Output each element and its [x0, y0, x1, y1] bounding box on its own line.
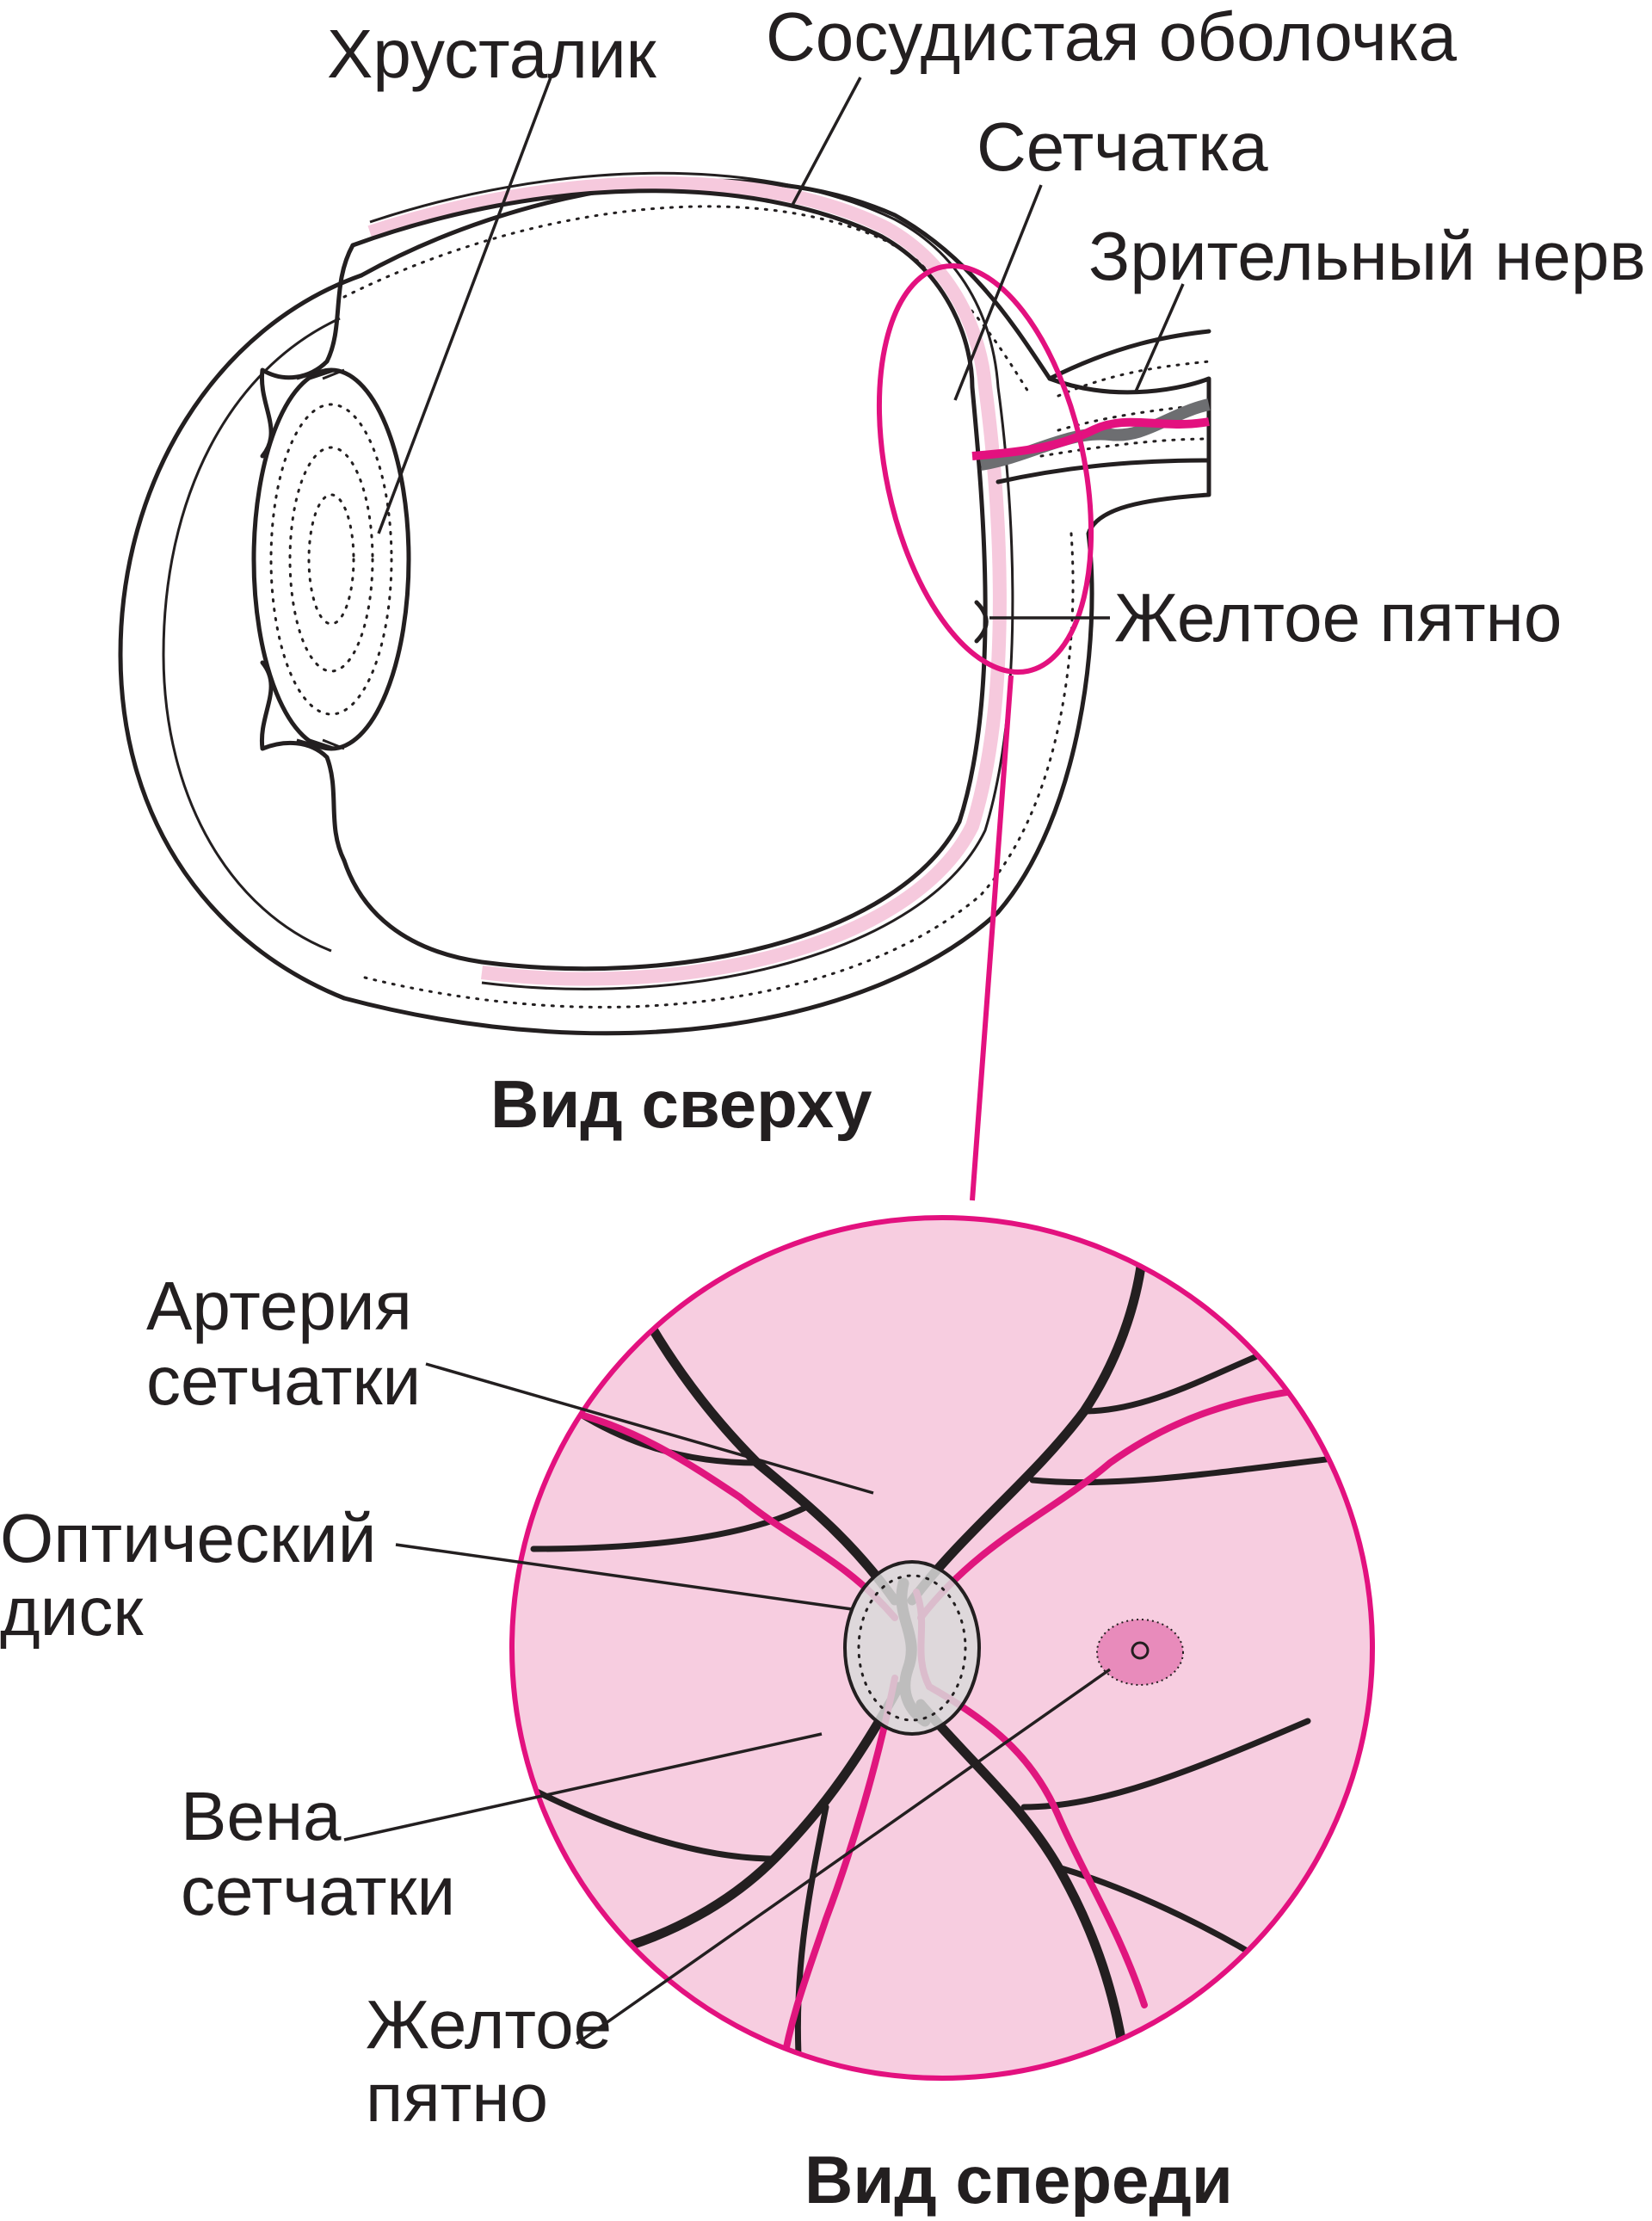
optic-disc-texture: [857, 1574, 967, 1722]
leader-retinal-vein: [343, 1732, 823, 1842]
label-retina: Сетчатка: [977, 108, 1268, 185]
label-choroid: Сосудистая оболочка: [766, 0, 1458, 75]
label-retinal-vein-1: Вена: [181, 1778, 342, 1854]
label-optic-disc-2: диск: [0, 1573, 144, 1650]
cornea: [118, 273, 364, 1001]
fundus-view: [509, 1215, 1375, 2081]
leader-lens: [377, 77, 552, 534]
optic-nerve-fibers: [1039, 360, 1211, 458]
label-macula-front-2: пятно: [366, 2059, 548, 2136]
optic-nerve-lower: [996, 458, 1211, 484]
lens: [251, 367, 411, 751]
eye-cross-section: [118, 171, 1211, 1036]
label-macula: Желтое пятно: [1114, 579, 1562, 656]
label-optic-nerve: Зрительный нерв: [1088, 218, 1646, 294]
zoom-ellipse: [876, 263, 1094, 675]
label-retinal-artery-1: Артерия: [146, 1268, 412, 1344]
retina-edge: [369, 171, 1014, 990]
cornea-inner: [162, 317, 341, 953]
label-macula-front-1: Желтое: [366, 1986, 612, 2063]
zoom-connector: [970, 675, 1014, 1201]
fovea: [1131, 1641, 1150, 1660]
lens-dots-1: [269, 403, 393, 716]
lens-dots-3: [307, 493, 355, 626]
artery-lower-left: [780, 1675, 898, 2069]
artery-upper-left: [564, 1408, 898, 1621]
caption-front-view: Вид спереди: [804, 2142, 1233, 2217]
leader-optic-nerve: [1134, 283, 1185, 392]
artery-lower-right: [926, 1683, 1148, 2008]
macula-pit: [974, 600, 989, 644]
zonule-fibers-top: [296, 368, 345, 380]
leader-optic-disc: [395, 1543, 853, 1611]
vitreous-boundary: [342, 188, 988, 972]
lens-dots-2: [288, 446, 374, 673]
leader-choroid: [790, 77, 862, 207]
artery-upper-right: [917, 1382, 1346, 1621]
zonule-fibers-bottom: [296, 738, 345, 750]
optic-disc: [843, 1560, 981, 1736]
label-optic-disc-1: Оптический: [0, 1500, 376, 1576]
vein-lower-left-branch: [530, 1786, 829, 2078]
leader-retinal-artery: [425, 1362, 874, 1495]
iris-lower: [259, 660, 347, 863]
iris-upper: [259, 243, 355, 459]
retina-layer: [367, 176, 1007, 986]
leader-retina: [953, 184, 1043, 401]
top-view-leaders: [377, 77, 1185, 1201]
label-retinal-artery-2: сетчатки: [146, 1342, 421, 1419]
leader-macula-front: [575, 1668, 1112, 2045]
fundus-border: [509, 1215, 1375, 2081]
caption-top-view: Вид сверху: [490, 1066, 872, 1142]
label-retinal-vein-2: сетчатки: [181, 1853, 455, 1929]
macula-spot: [1096, 1619, 1184, 1686]
label-lens: Хрусталик: [327, 15, 657, 92]
choroid-layer-lower: [360, 532, 1075, 1009]
front-view-leaders: [343, 1362, 1112, 2045]
nerve-artery: [971, 417, 1210, 460]
optic-nerve: [1047, 329, 1211, 381]
